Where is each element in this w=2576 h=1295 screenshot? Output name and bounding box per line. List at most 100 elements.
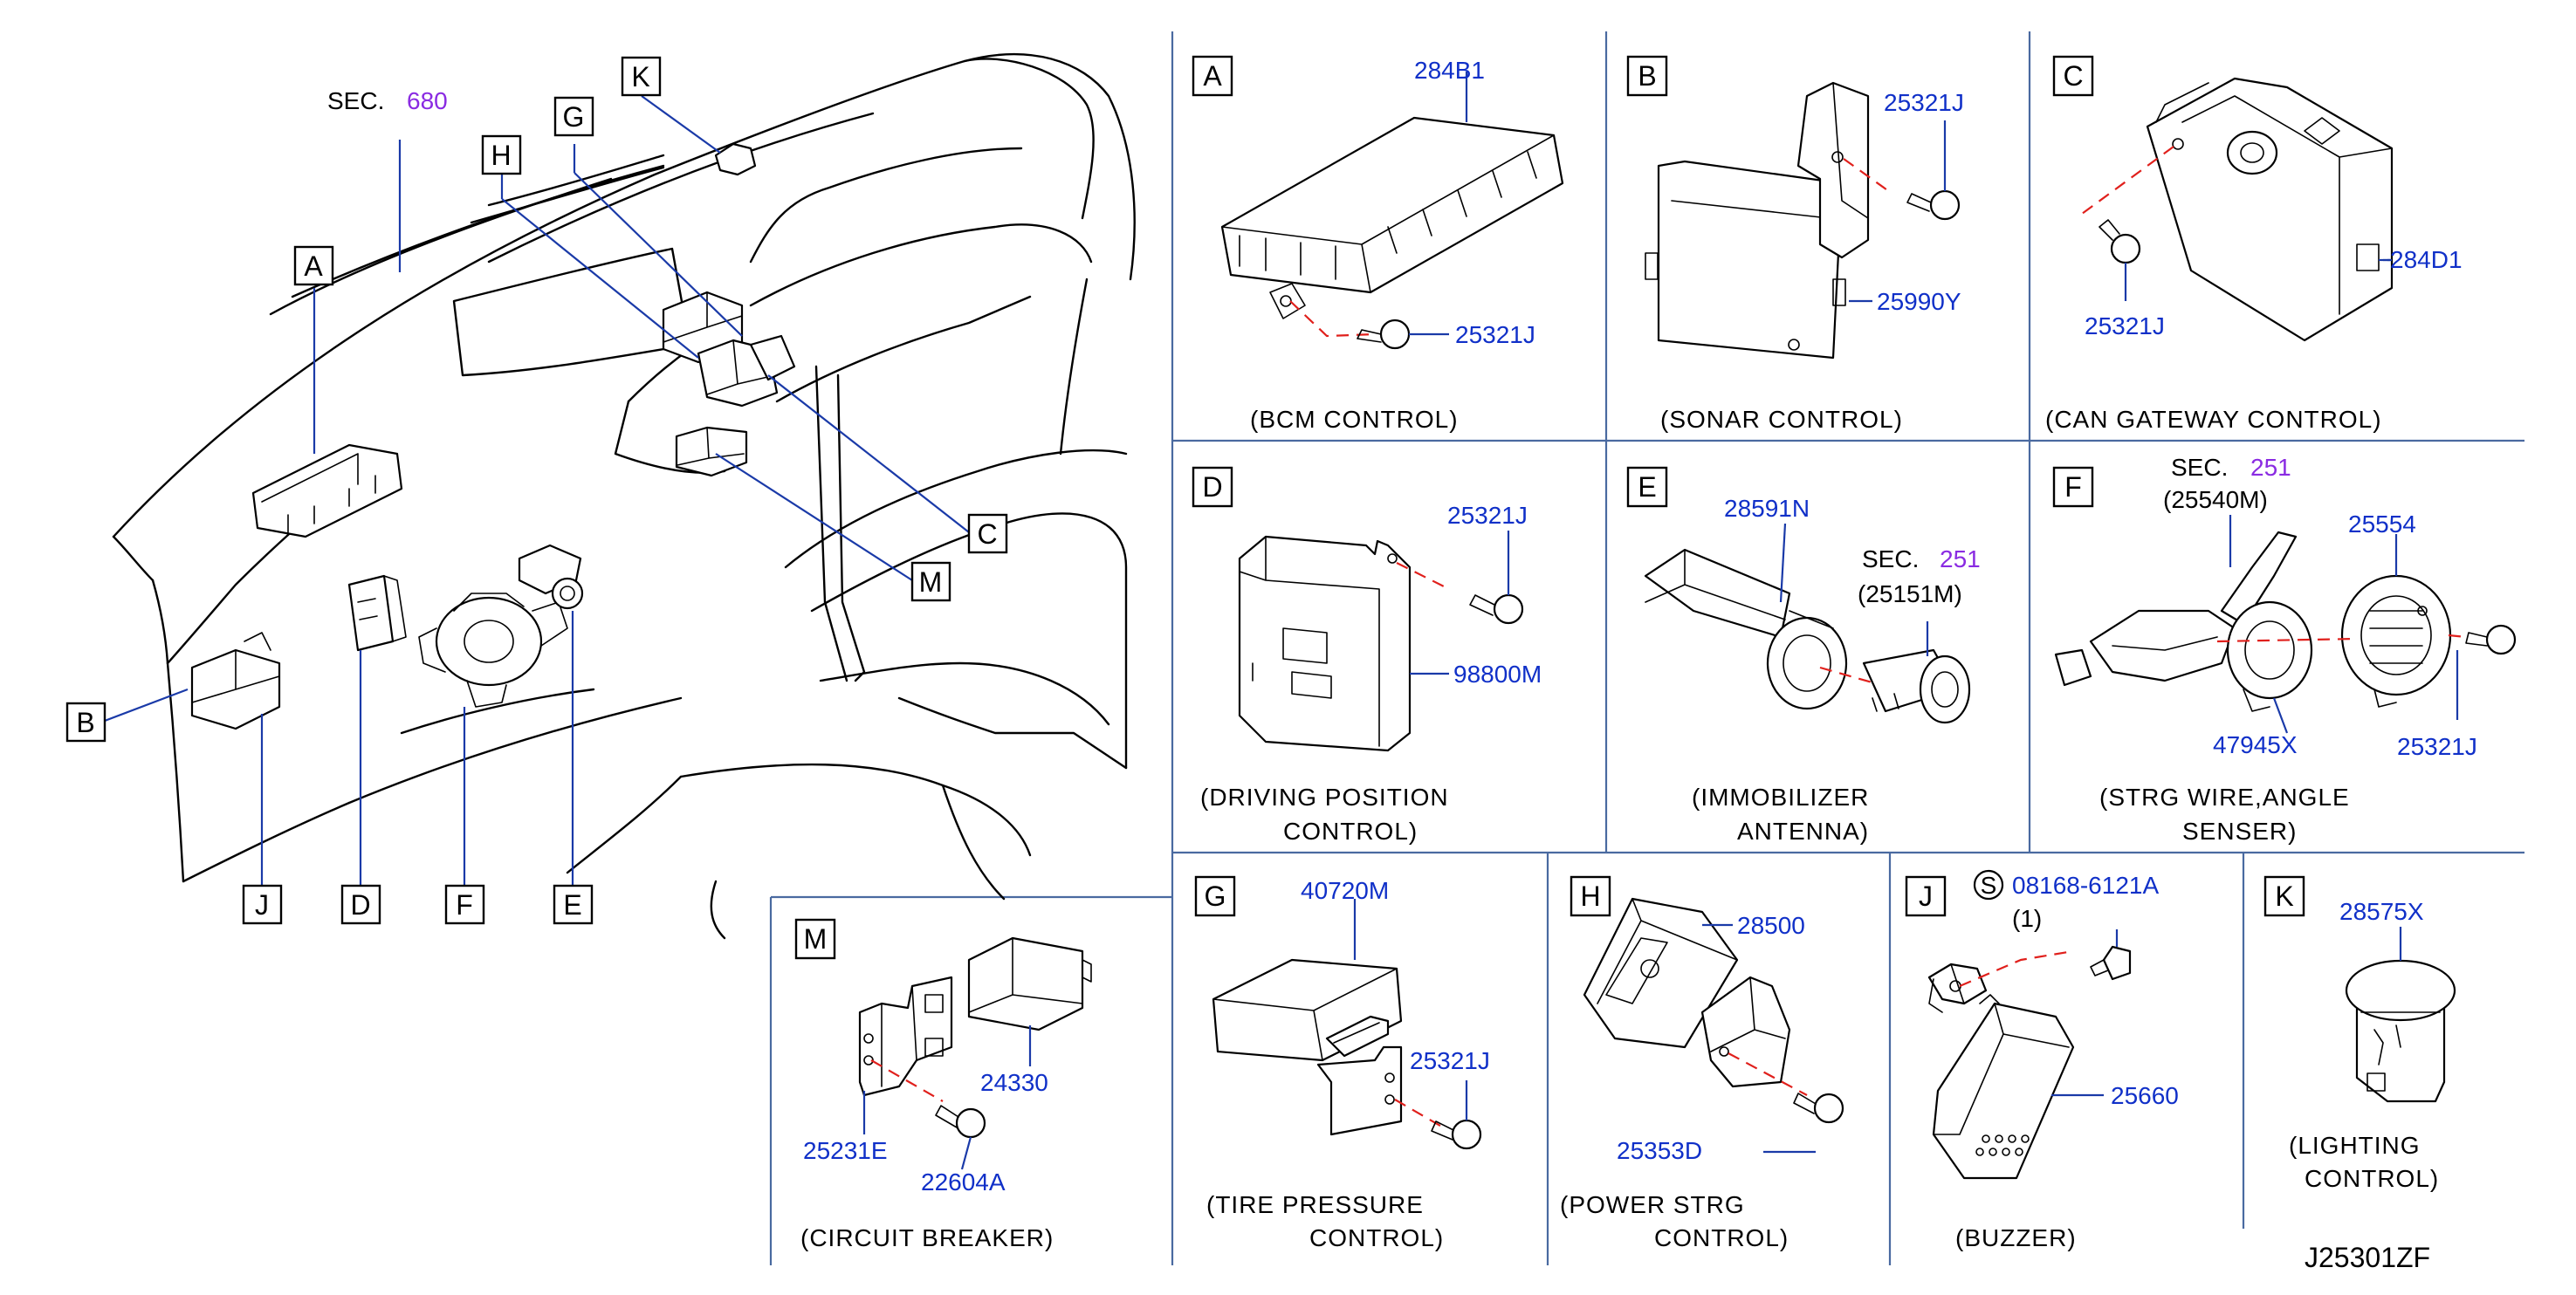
part-24330: 24330 (980, 1069, 1048, 1096)
svg-text:H: H (1580, 880, 1600, 912)
sec-ref-25151m: (25151M) (1858, 580, 1962, 607)
screw-a (1357, 319, 1449, 350)
panel-grid (769, 31, 2524, 1265)
clock-spring (2226, 600, 2313, 734)
caption-b: (SONAR CONTROL) (1660, 406, 1903, 433)
caption-g-2: CONTROL) (1309, 1224, 1444, 1251)
part-47945x: 47945X (2213, 731, 2298, 758)
light-sensor (2345, 927, 2456, 1103)
part-25353d: 25353D (1617, 1137, 1702, 1164)
circuit-breaker-relay (967, 936, 1092, 1066)
panel-c: C 284D1 25321J (CAN GATEWAY CONTROL) (2045, 55, 2463, 433)
sec-251-f-number: 251 (2250, 454, 2291, 481)
part-25231e: 25231E (803, 1137, 888, 1164)
screw-g (1431, 1080, 1482, 1150)
bolt-symbol: S (1973, 869, 2004, 901)
part-08168-6121a: 08168-6121A (2012, 872, 2159, 899)
sonar-module (1645, 81, 1872, 360)
panel-h: H 28500 25353D (POWER STRG CONTROL) (1560, 875, 1844, 1251)
svg-text:A: A (304, 250, 323, 282)
sec-251-e-number: 251 (1940, 545, 1981, 572)
part-28591n: 28591N (1724, 495, 1810, 522)
svg-text:M: M (919, 566, 943, 598)
callout-e: E (553, 884, 594, 925)
sec-251-e-prefix: SEC. (1862, 545, 1919, 572)
part-25321j-d: 25321J (1447, 502, 1528, 529)
part-25990y: 25990Y (1877, 288, 1961, 315)
part-25321j-a: 25321J (1455, 321, 1535, 348)
part-25321j-c: 25321J (2085, 312, 2165, 339)
sec-251-f-prefix: SEC. (2171, 454, 2228, 481)
drawing-id: J25301ZF (2305, 1242, 2430, 1273)
svg-text:K: K (631, 61, 649, 92)
screw-f (2456, 624, 2517, 720)
svg-text:J: J (1919, 880, 1933, 912)
buzzer-unit (1927, 963, 2104, 1180)
sec-ref-25540m: (25540M) (2163, 486, 2268, 513)
part-284d1: 284D1 (2390, 246, 2463, 273)
part-25554: 25554 (2348, 510, 2416, 538)
caption-k-2: CONTROL) (2305, 1165, 2439, 1192)
callout-m: M (910, 561, 951, 602)
svg-text:F: F (456, 889, 473, 921)
caption-m: (CIRCUIT BREAKER) (800, 1224, 1054, 1251)
bolt-j (2090, 929, 2132, 981)
svg-text:J: J (255, 889, 269, 921)
panel-b: B 25321J 25990Y (SONAR CONTROL) (1626, 55, 1964, 433)
bolt-quantity: (1) (2012, 905, 2042, 932)
svg-text:E: E (563, 889, 581, 921)
panel-e: E 28591N SEC. 251 (25151M) (IMMOBILIZER … (1626, 466, 1981, 845)
overview-leaders (104, 95, 970, 904)
caption-f-1: (STRG WIRE,ANGLE (2099, 784, 2350, 811)
svg-text:G: G (563, 101, 585, 133)
overview-labels: SEC. 680 A B C D E F G H J K M (65, 56, 1008, 925)
svg-text:B: B (1638, 60, 1656, 92)
svg-text:S: S (1981, 872, 1997, 899)
screw-h (1763, 1093, 1844, 1154)
immobilizer-antenna (1644, 523, 1848, 710)
screw-d (1469, 531, 1524, 625)
caption-k-1: (LIGHTING (2289, 1132, 2421, 1159)
svg-text:A: A (1203, 60, 1222, 92)
svg-text:G: G (1205, 880, 1226, 912)
part-28575x: 28575X (2339, 898, 2424, 925)
can-gateway-module (2146, 77, 2394, 342)
panel-k: K 28575X (LIGHTING CONTROL) (2263, 875, 2456, 1192)
caption-j: (BUZZER) (1955, 1224, 2077, 1251)
sec-680-prefix: SEC. (327, 87, 384, 114)
caption-e-1: (IMMOBILIZER (1692, 784, 1869, 811)
callout-j: J (242, 884, 283, 925)
steering-angle-sensor (2340, 534, 2452, 708)
caption-f-2: SENSER) (2182, 818, 2297, 845)
panel-f: F SEC. 251 ( (2052, 454, 2517, 845)
caption-d-2: CONTROL) (1283, 818, 1418, 845)
caption-a: (BCM CONTROL) (1250, 406, 1459, 433)
driving-position-module (1238, 535, 1449, 752)
dashboard-overview (112, 52, 1136, 940)
caption-g-1: (TIRE PRESSURE (1206, 1191, 1424, 1218)
callout-d: D (340, 884, 381, 925)
svg-text:K: K (2275, 880, 2293, 912)
part-25321j-g: 25321J (1410, 1047, 1490, 1074)
caption-d-1: (DRIVING POSITION (1200, 784, 1449, 811)
caption-c: (CAN GATEWAY CONTROL) (2045, 406, 2382, 433)
part-284b1: 284B1 (1414, 57, 1485, 84)
svg-text:H: H (491, 140, 511, 171)
svg-text:E: E (1638, 471, 1656, 503)
bcm-module (1220, 72, 1564, 319)
callout-b: B (65, 702, 106, 743)
sec-680-number: 680 (407, 87, 448, 114)
part-28500: 28500 (1737, 912, 1805, 939)
screw-c (2099, 219, 2141, 301)
callout-g: G (553, 96, 594, 137)
part-25660: 25660 (2111, 1082, 2179, 1109)
caption-h-1: (POWER STRG (1560, 1191, 1745, 1218)
caption-h-2: CONTROL) (1654, 1224, 1789, 1251)
part-98800m: 98800M (1453, 661, 1542, 688)
screw-b (1906, 120, 1961, 221)
callout-k: K (621, 56, 662, 97)
svg-text:D: D (350, 889, 370, 921)
screw-m (935, 1105, 986, 1170)
panel-g: G 40720M 25321J (TIRE PRESSURE CONTROL) (1194, 875, 1490, 1251)
